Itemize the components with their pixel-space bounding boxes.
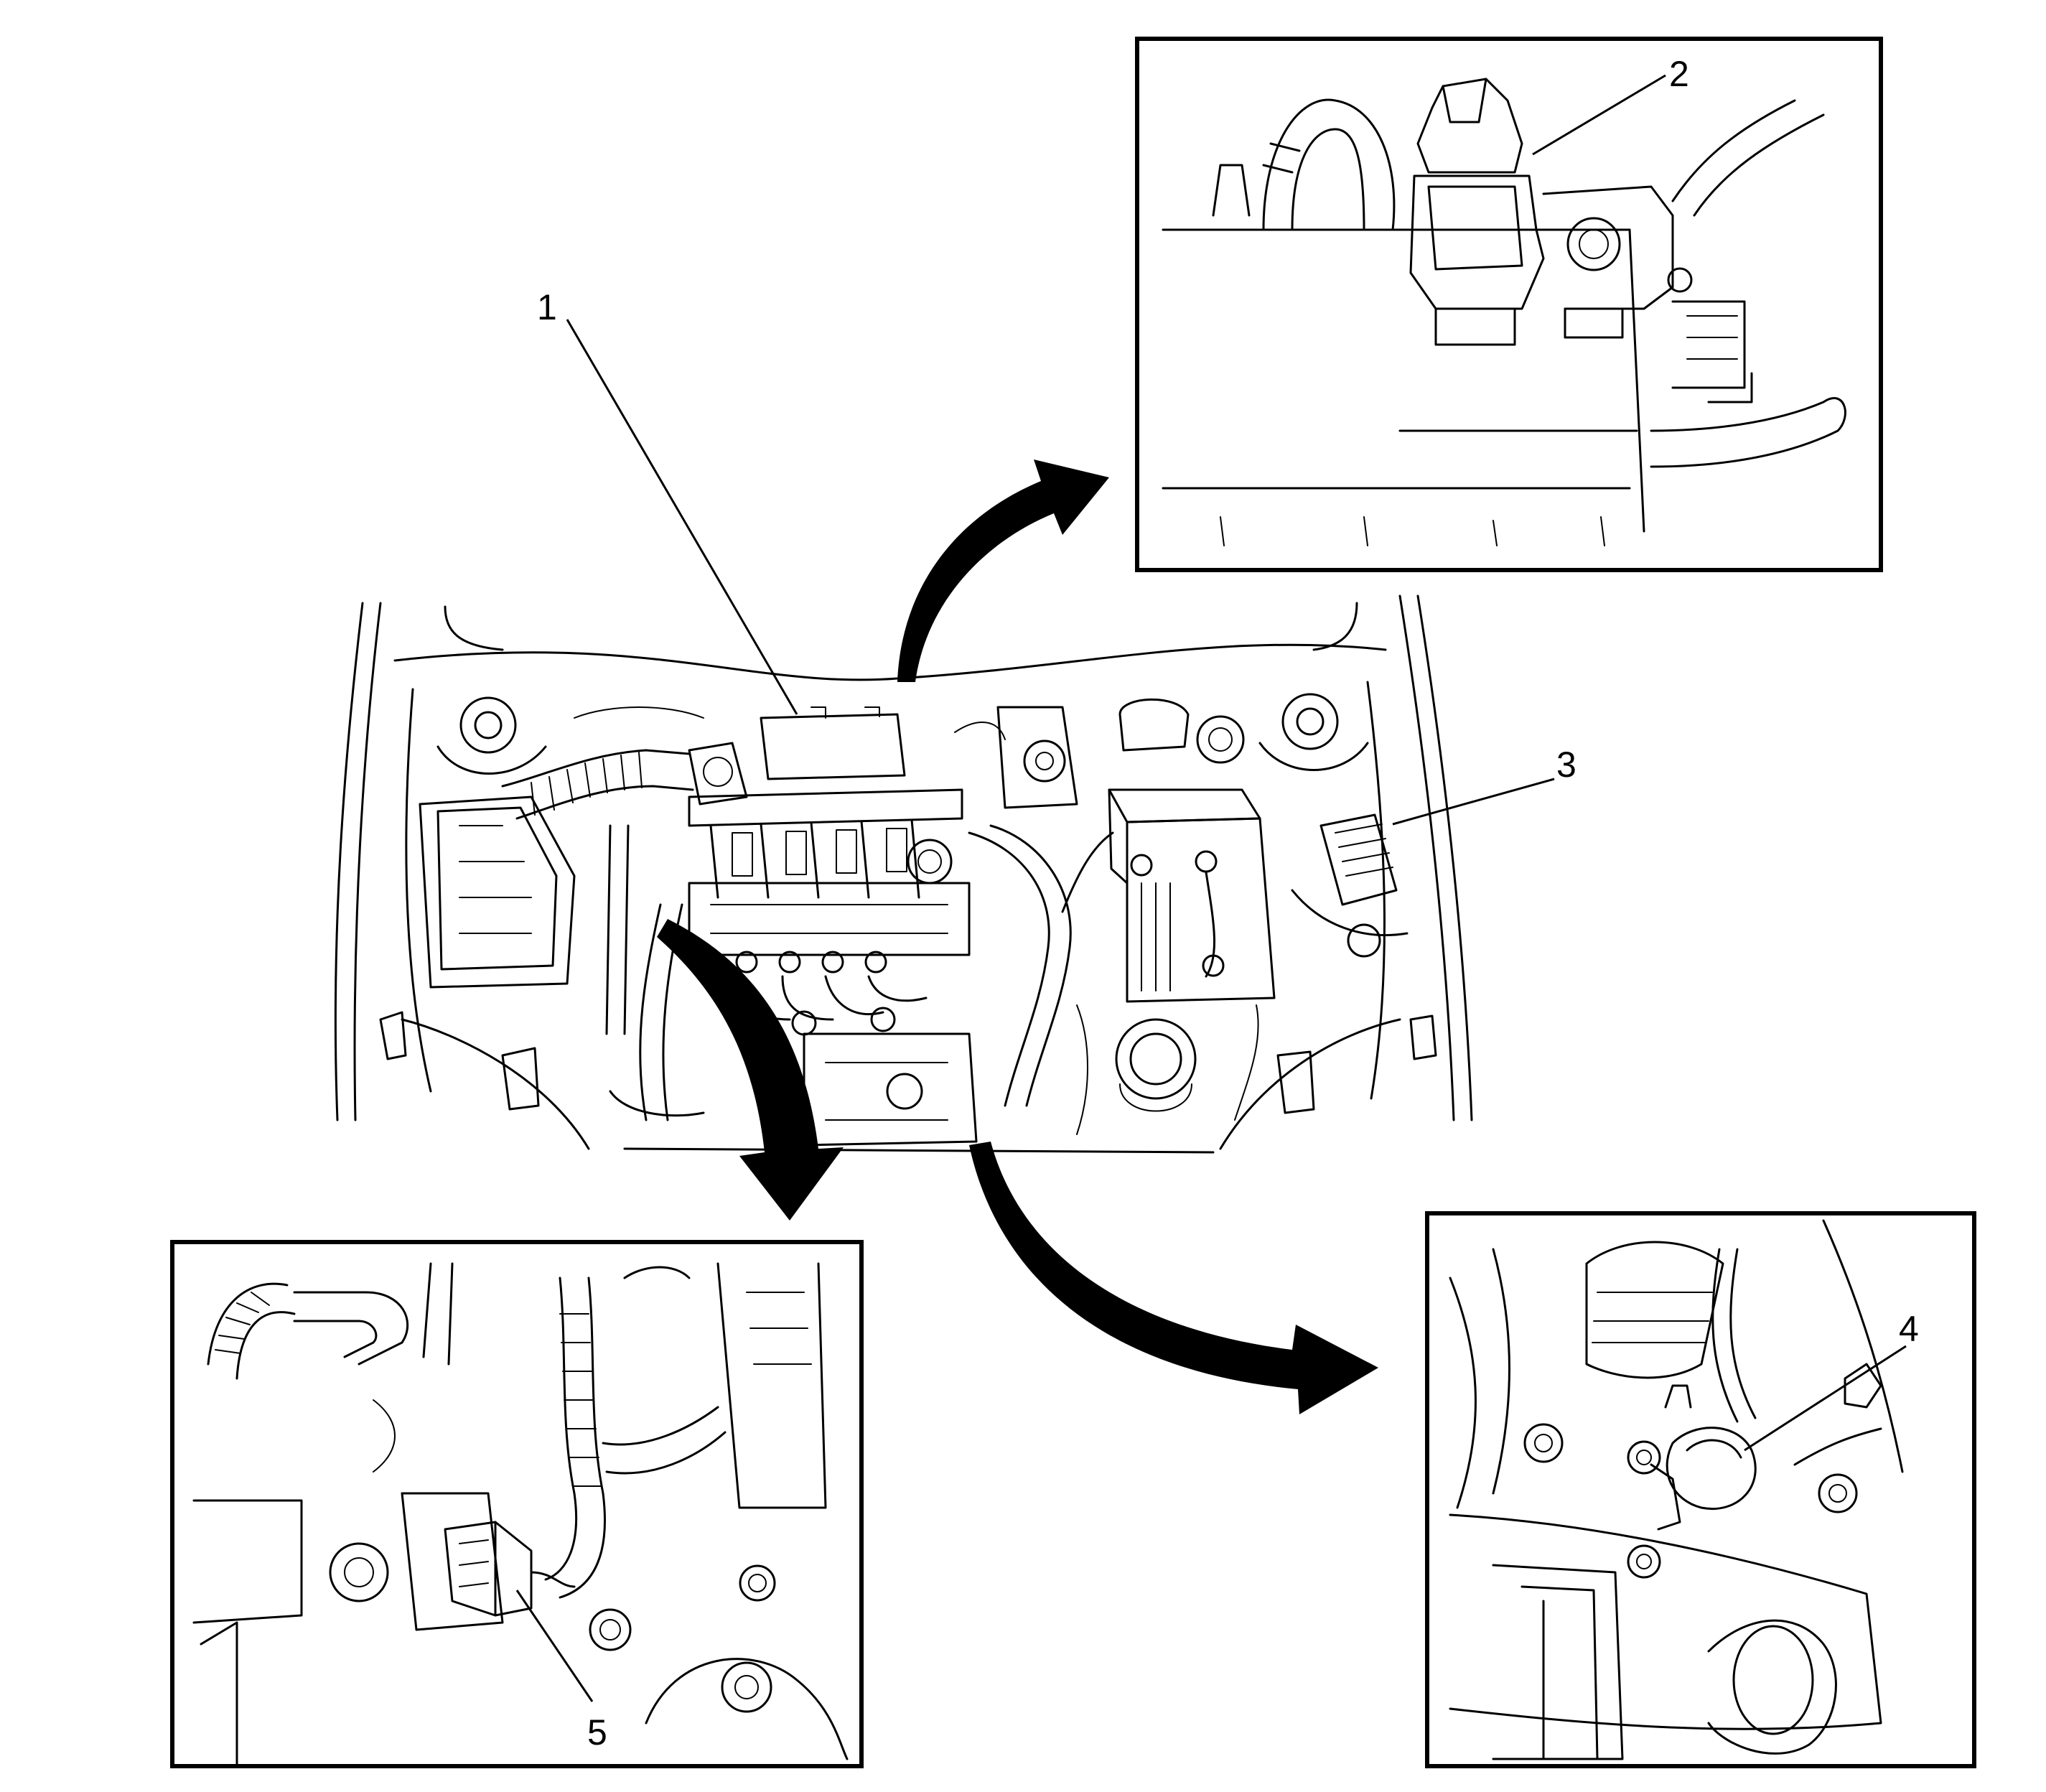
- component-4-sensor: [1650, 1248, 1757, 1531]
- battery: [1108, 788, 1276, 1003]
- power-steering-reservoir: [1115, 1018, 1197, 1112]
- inset-bottom-right: [1425, 1211, 1976, 1768]
- callout-1: 1: [537, 287, 798, 715]
- engine-bay-overview: [334, 594, 1473, 1154]
- left-strut-tower: [436, 696, 547, 775]
- callout-2-label: 2: [1669, 54, 1689, 94]
- component-5-connector: [444, 1521, 576, 1617]
- arrow-to-bottom-right-inset: [969, 1142, 1378, 1414]
- mounting-bolts: [589, 1564, 776, 1713]
- component-3-body: [1291, 813, 1409, 958]
- mounting-bolt: [1542, 185, 1674, 339]
- callout-2: 2: [1532, 54, 1689, 156]
- intake-hose: [501, 749, 694, 820]
- callout-3: 3: [1392, 745, 1576, 826]
- inset-top-right: [1135, 37, 1883, 572]
- callout-4: 4: [1744, 1309, 1919, 1452]
- arrow-to-top-right-inset: [897, 459, 1109, 682]
- intake-manifold: [688, 742, 963, 899]
- callout-4-label: 4: [1899, 1309, 1919, 1349]
- air-cleaner-box: [419, 795, 576, 989]
- callout-5-label: 5: [587, 1712, 607, 1753]
- callout-5: 5: [515, 1590, 607, 1753]
- inset-bottom-left: [170, 1240, 864, 1768]
- brake-fluid-reservoir: [1118, 698, 1245, 764]
- component-1-body: [760, 706, 906, 780]
- wiring-harness: [968, 824, 1114, 1107]
- component-2-sensor: [1409, 78, 1545, 346]
- callout-1-label: 1: [537, 287, 557, 327]
- callout-3-label: 3: [1556, 745, 1576, 785]
- arrow-to-bottom-left-inset: [657, 919, 844, 1221]
- valve-cover: [688, 839, 971, 974]
- hood-brackets: [379, 1011, 1437, 1114]
- right-strut-tower: [1258, 693, 1369, 771]
- radiator-hose: [605, 824, 705, 1121]
- coolant-reservoir: [996, 706, 1078, 809]
- engine-block: [803, 1032, 978, 1147]
- mounting-bolts-lower: [1523, 1363, 1882, 1579]
